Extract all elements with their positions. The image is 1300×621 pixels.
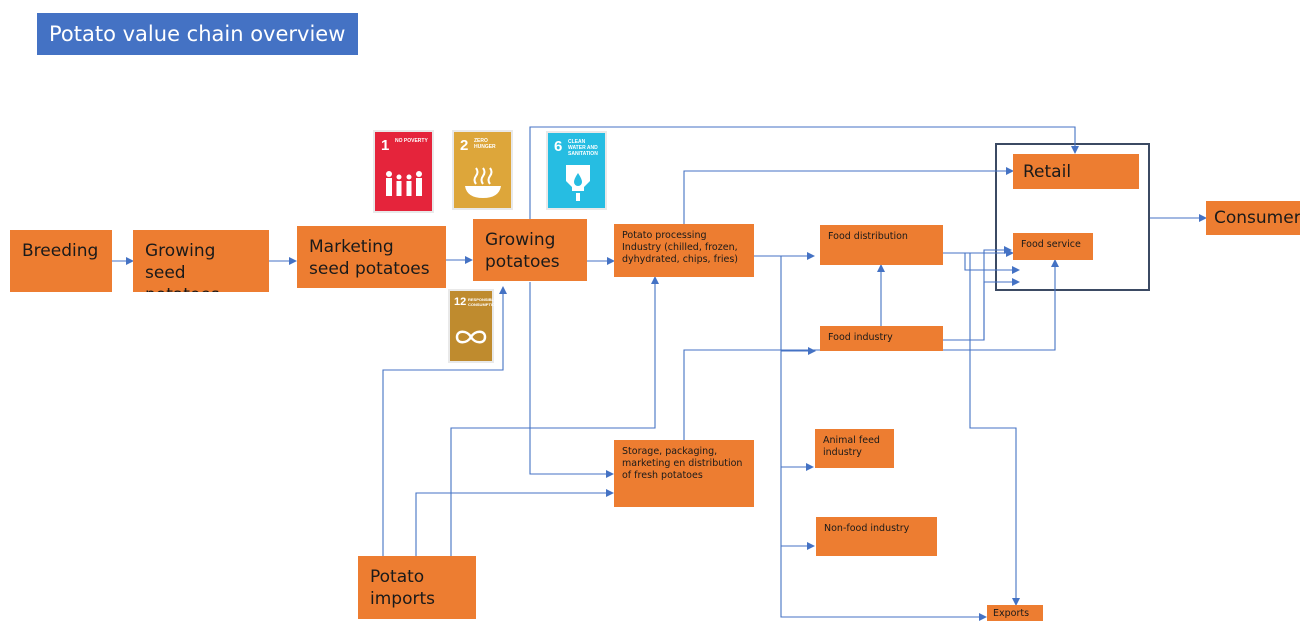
processing-industry-node: Potato processing Industry (chilled, fro…	[614, 224, 754, 277]
growing-seed-potatoes-node: Growing seed potatoes	[133, 230, 269, 292]
consumer-node: Consumer	[1206, 201, 1300, 235]
food-service-node: Food service	[1013, 233, 1093, 260]
non-food-industry-node: Non-food industry	[816, 517, 937, 556]
food-industry-node: Food industry	[820, 326, 943, 351]
infinity-icon	[455, 330, 487, 344]
arrow-food-industry-to-retail-group	[943, 278, 1020, 341]
sdg-zero-hunger-badge: 2 ZERO HUNGER	[452, 130, 513, 210]
water-drop-icon	[566, 165, 590, 201]
page-title: Potato value chain overview	[37, 13, 358, 55]
retail-node: Retail	[1013, 154, 1139, 189]
marketing-seed-potatoes-node: Marketing seed potatoes	[297, 226, 446, 288]
arrow-imports-to-growing	[382, 286, 507, 556]
arrow-imports-to-storage	[415, 489, 614, 556]
potato-imports-node: Potato imports	[358, 556, 476, 619]
animal-feed-industry-node: Animal feed industry	[815, 429, 894, 468]
arrow-growing-to-storage	[529, 282, 614, 478]
arrow-growing-to-retail-top	[529, 126, 1079, 219]
sdg-responsible-consumption-badge: 12 RESPONSIBLE CONSUMPTION	[448, 289, 498, 363]
arrow-distribution-to-retail-group	[943, 252, 1020, 274]
family-icon	[386, 171, 422, 196]
growing-potatoes-node: Growing potatoes	[473, 219, 587, 281]
bowl-icon	[465, 167, 501, 198]
arrow-distribution-to-exports	[969, 253, 1020, 606]
sdg-no-poverty-badge: 1 NO POVERTY	[373, 130, 434, 213]
arrow-processing-branch-down	[754, 255, 987, 621]
sdg-clean-water-badge: 6 CLEAN WATER AND SANITATION	[546, 131, 607, 210]
arrow-imports-to-processing	[450, 276, 659, 556]
arrow-processing-to-retail	[683, 167, 1014, 224]
exports-node: Exports	[987, 605, 1043, 621]
breeding-node: Breeding	[10, 230, 112, 292]
arrow-food-industry-to-food-service	[943, 246, 1012, 341]
retail-foodservice-group	[995, 143, 1150, 291]
food-distribution-node: Food distribution	[820, 225, 943, 265]
storage-distribution-node: Storage, packaging, marketing en distrib…	[614, 440, 754, 507]
